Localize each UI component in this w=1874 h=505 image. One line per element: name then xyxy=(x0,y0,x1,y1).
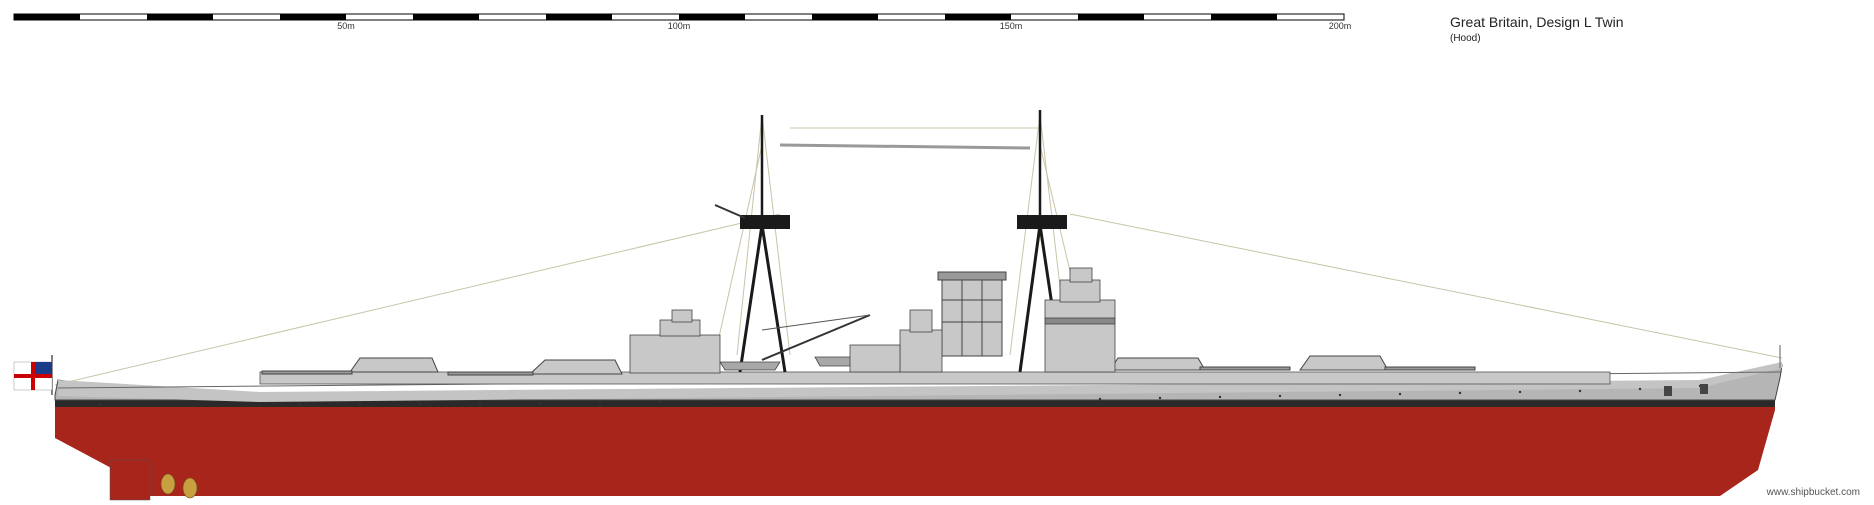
boat-crane xyxy=(761,314,871,361)
scale-label-150m: 150m xyxy=(999,21,1023,31)
funnel xyxy=(937,271,1007,357)
hull-lower xyxy=(55,405,1775,496)
forward-superstructure xyxy=(629,309,721,374)
portholes xyxy=(98,384,1702,407)
page-subtitle: (Hood) xyxy=(1450,33,1481,44)
aerial-spar xyxy=(779,143,1031,150)
boot-topping xyxy=(55,400,1775,407)
credit-text: www.shipbucket.com xyxy=(1766,487,1860,498)
turrets xyxy=(261,355,1476,376)
scale-bar xyxy=(13,13,1345,21)
fore-mast xyxy=(738,115,787,373)
propellers xyxy=(160,473,198,499)
anchors xyxy=(1664,384,1708,396)
mid-superstructure xyxy=(849,309,943,373)
white-ensign-icon xyxy=(13,361,53,391)
scale-label-50m: 50m xyxy=(337,21,355,31)
main-top xyxy=(1017,215,1067,229)
aft-superstructure xyxy=(1044,267,1116,373)
page-title: Great Britain, Design L Twin xyxy=(1450,14,1624,30)
rudder xyxy=(109,459,151,501)
fore-top xyxy=(740,215,790,229)
scale-label-100m: 100m xyxy=(667,21,691,31)
scale-label-200m: 200m xyxy=(1328,21,1352,31)
